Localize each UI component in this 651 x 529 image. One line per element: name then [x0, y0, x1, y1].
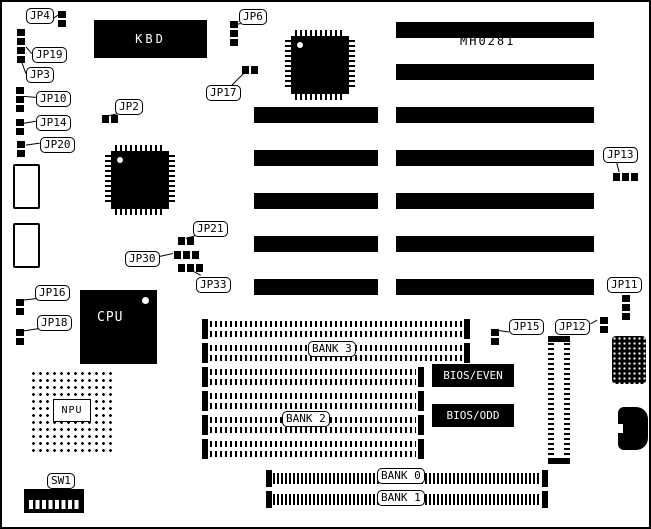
jp13-label: JP13 [603, 147, 638, 163]
jp11-label: JP11 [607, 277, 642, 293]
isa-slot-segment [254, 150, 378, 166]
jp14-jumper-block [16, 119, 24, 135]
isa-slot-segment [396, 64, 594, 80]
dip-socket-row [202, 367, 424, 387]
isa-slot-segment [254, 107, 378, 123]
cpu-label: CPU [97, 310, 124, 325]
jp4-label: JP4 [26, 8, 54, 24]
jp21-label: JP21 [193, 221, 228, 237]
bank2-label: BANK 2 [282, 411, 330, 427]
jp13-jumper-block [613, 173, 638, 181]
bios-odd-chip: BIOS/ODD [432, 404, 514, 427]
pin1-dot [117, 157, 123, 163]
jp33-jumper-block [178, 264, 203, 272]
jp10-label: JP10 [36, 91, 71, 107]
jp6-label: JP6 [239, 9, 267, 25]
jp2-label: JP2 [115, 99, 143, 115]
edge-connector-top [13, 164, 40, 209]
sw1-dip-switch [24, 489, 84, 513]
power-connector [618, 407, 648, 450]
chipset-chip-2 [105, 145, 175, 215]
jp19-jp3-jumper-block [17, 29, 25, 63]
jp12-label: JP12 [555, 319, 590, 335]
jp19-label: JP19 [32, 47, 67, 63]
jp15-jumper-block [491, 329, 499, 345]
kbd-controller-chip: KBD [94, 20, 207, 58]
chip-pins [169, 155, 175, 205]
dip-socket-row [202, 439, 424, 459]
jp10-jumper-block [16, 87, 24, 112]
jp16-jumper-block [16, 299, 24, 315]
isa-slot-segment [396, 236, 594, 252]
chip-pins [295, 30, 345, 36]
bank0-label: BANK 0 [377, 468, 425, 484]
chip-pins [285, 40, 291, 90]
chip-pins [115, 145, 165, 151]
chipset-chip-1 [285, 30, 355, 100]
isa-slot-segment [254, 279, 378, 295]
dip-socket-row [202, 319, 470, 339]
jp17-jumper-block [242, 66, 258, 74]
jp14-label: JP14 [36, 115, 71, 131]
jp15-label: JP15 [509, 319, 544, 335]
jp21-jumper-block [178, 237, 194, 245]
keyboard-connector [612, 336, 646, 384]
chip-pins [115, 209, 165, 215]
isa-slot-segment [254, 236, 378, 252]
isa-slot-segment [396, 150, 594, 166]
edge-connector-bottom [13, 223, 40, 268]
jp20-label: JP20 [40, 137, 75, 153]
jp6-jumper-block [230, 21, 238, 46]
bios-even-chip: BIOS/EVEN [432, 364, 514, 387]
jp18-jumper-block [16, 329, 24, 345]
sw1-label: SW1 [47, 473, 75, 489]
jp2-jumper-block [102, 115, 118, 123]
isa-slot-segment [396, 22, 594, 38]
isa-slot-segment [396, 107, 594, 123]
jp17-label: JP17 [206, 85, 241, 101]
isa-slot-segment [396, 279, 594, 295]
isa-slot-segment [254, 193, 378, 209]
jp12-jumper-block [600, 317, 608, 333]
jp33-label: JP33 [196, 277, 231, 293]
bank3-label: BANK 3 [308, 341, 356, 357]
chip-pins [349, 40, 355, 90]
jp30-jumper-block [174, 251, 199, 259]
board-part-number: MH0281 [460, 34, 516, 48]
chip-pins [105, 155, 111, 205]
jp11-jumper-block [622, 295, 630, 320]
jp18-label: JP18 [37, 315, 72, 331]
bank1-label: BANK 1 [377, 490, 425, 506]
jp16-label: JP16 [35, 285, 70, 301]
chip-pins [295, 94, 345, 100]
jp20-jumper-block [17, 141, 25, 157]
jp30-label: JP30 [125, 251, 160, 267]
dip-socket-row [202, 391, 424, 411]
npu-socket: NPU [29, 369, 115, 455]
cpu-chip: CPU [80, 290, 157, 364]
jp3-label: JP3 [26, 67, 54, 83]
isa-slot-segment [396, 193, 594, 209]
npu-label: NPU [53, 399, 91, 422]
dip-socket-column [546, 336, 572, 464]
pin1-dot [142, 297, 149, 304]
pin1-dot [297, 42, 303, 48]
jp4-jumper-block [58, 11, 66, 27]
